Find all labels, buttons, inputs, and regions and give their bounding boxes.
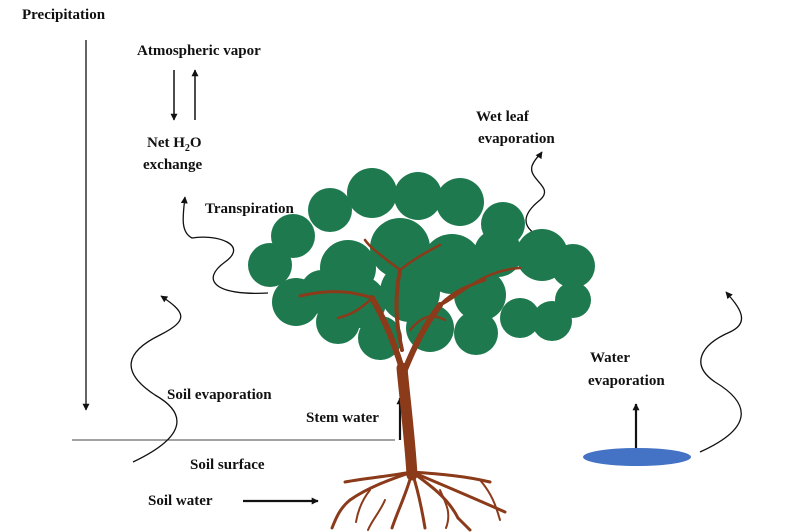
net-h2o-label: Net H2O (147, 133, 202, 159)
wet-leaf-label-line2: evaporation (478, 131, 555, 147)
tree-trunk (298, 238, 522, 481)
wet-leaf-evaporation-arrow (525, 151, 549, 241)
tree-roots (330, 470, 507, 532)
water-pond (583, 448, 691, 466)
soil-evaporation-arrow (130, 295, 182, 463)
exchange-label: exchange (143, 157, 203, 173)
net-h2o-suffix: O (189, 135, 202, 151)
net-h2o-subscript: 2 (184, 143, 190, 154)
net-h2o-prefix: Net H (147, 135, 185, 151)
stem-water-label: Stem water (306, 410, 379, 426)
soil-surface-label: Soil surface (190, 457, 265, 473)
tree-foliage (248, 168, 595, 360)
water-evaporation-label-line2: evaporation (588, 373, 665, 389)
soil-evaporation-label: Soil evaporation (167, 387, 272, 403)
water-evaporation-arrow (699, 291, 743, 453)
wet-leaf-label-line1: Wet leaf (476, 109, 529, 125)
transpiration-label: Transpiration (205, 201, 294, 217)
precipitation-label: Precipitation (22, 7, 106, 23)
atmospheric-vapor-label: Atmospheric vapor (137, 43, 261, 59)
transpiration-arrow (180, 196, 269, 295)
soil-water-label: Soil water (148, 493, 213, 509)
water-evaporation-label-line1: Water (590, 350, 630, 366)
